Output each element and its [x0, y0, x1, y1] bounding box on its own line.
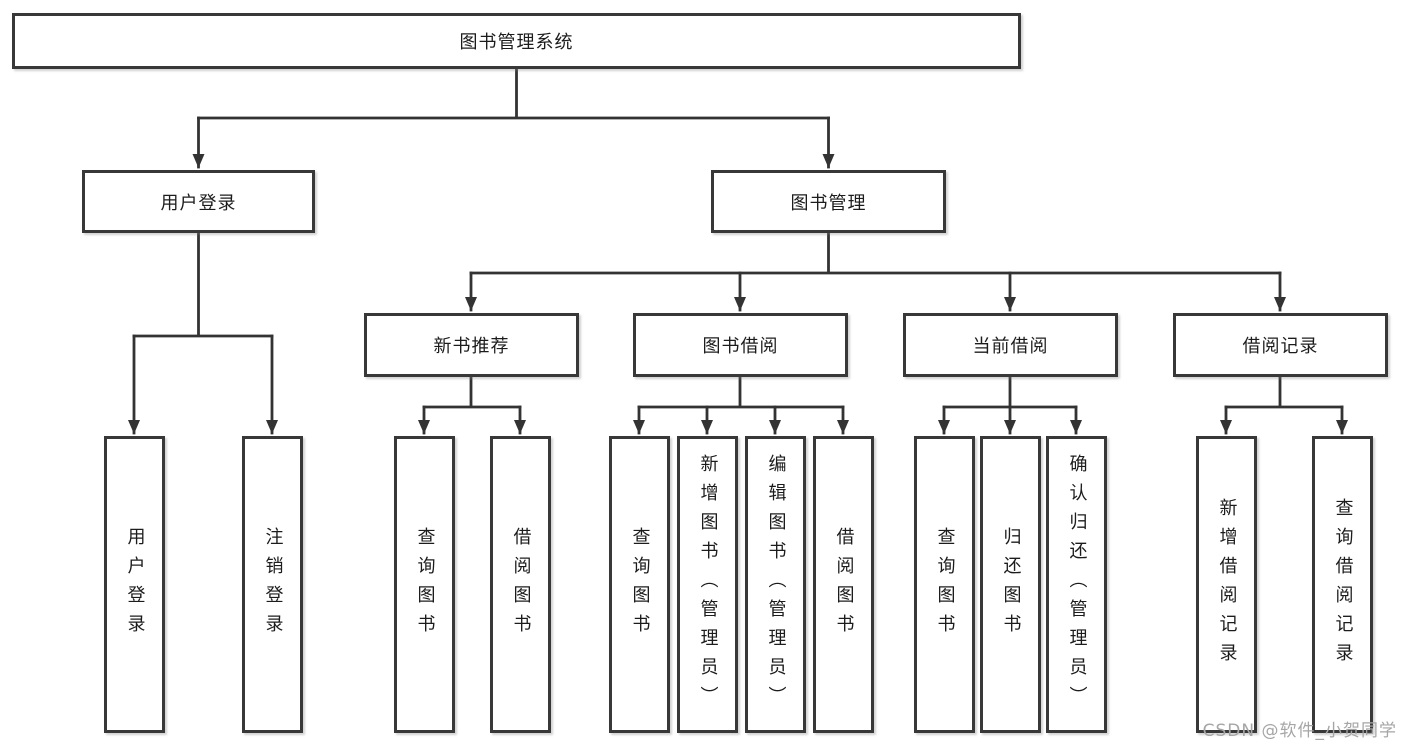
- edge-root-stem: [197, 67, 830, 120]
- node-new-book-recommend: 新书推荐: [364, 313, 579, 377]
- node-book-management: 图书管理: [711, 170, 946, 233]
- edge-borrowrecords-stem: [1224, 375, 1344, 409]
- leaf-query-borrow-record: 查询借阅记录: [1312, 436, 1373, 733]
- node-root-system: 图书管理系统: [12, 13, 1021, 69]
- node-book-borrow: 图书借阅: [633, 313, 848, 377]
- leaf-return-book: 归还图书: [980, 436, 1041, 733]
- leaf-borrow-books: 借阅图书: [813, 436, 874, 733]
- leaf-confirm-return-admin: 确认归还（管理员）: [1046, 436, 1107, 733]
- edge-bookmgmt-stem: [469, 231, 1282, 275]
- leaf-query-books-recommend: 查询图书: [394, 436, 455, 733]
- leaf-query-books-borrow: 查询图书: [609, 436, 670, 733]
- edge-bookborrow-stem: [637, 375, 845, 409]
- node-user-login: 用户登录: [82, 170, 315, 233]
- leaf-query-books-current: 查询图书: [914, 436, 975, 733]
- edge-newbook-stem: [422, 375, 522, 409]
- csdn-watermark: CSDN @软件_小贺同学: [1202, 721, 1397, 741]
- node-current-borrow: 当前借阅: [903, 313, 1118, 377]
- leaf-add-borrow-record: 新增借阅记录: [1196, 436, 1257, 733]
- node-borrow-records: 借阅记录: [1173, 313, 1388, 377]
- edge-currentborrow-stem: [942, 375, 1078, 409]
- leaf-logout: 注销登录: [242, 436, 303, 733]
- edge-userlogin-stem: [132, 231, 274, 338]
- leaf-edit-book-admin: 编辑图书（管理员）: [745, 436, 806, 733]
- leaf-borrow-books-recommend: 借阅图书: [490, 436, 551, 733]
- leaf-add-book-admin: 新增图书（管理员）: [677, 436, 738, 733]
- leaf-user-login: 用户登录: [104, 436, 165, 733]
